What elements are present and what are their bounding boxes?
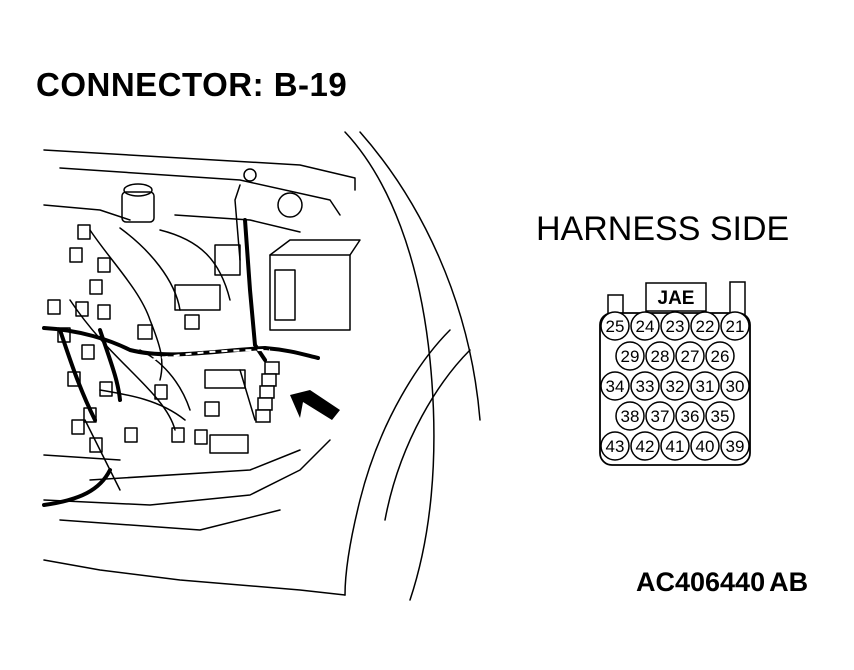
pin-label-21: 21 [726,317,745,336]
pin-25 [600,311,630,341]
pin-label-42: 42 [636,437,655,456]
pin-30 [720,371,750,401]
pin-label-35: 35 [711,407,730,426]
pin-38 [615,401,645,431]
relay-box [269,254,351,331]
pin-label-22: 22 [696,317,715,336]
pin-label-23: 23 [666,317,685,336]
pin-21 [720,311,750,341]
figure-code-suffix: AB [769,567,809,597]
pin-label-29: 29 [621,347,640,366]
pin-label-24: 24 [636,317,655,336]
pin-27 [675,341,705,371]
connector-title: CONNECTOR: B-19 [36,66,348,103]
pin-34 [600,371,630,401]
harness-side-label: HARNESS SIDE [536,210,790,248]
pin-label-34: 34 [606,377,625,396]
fender-line [344,131,435,601]
pin-40 [690,431,720,461]
reservoir [121,191,155,223]
wheel-arch [344,329,451,596]
pin-39 [720,431,750,461]
pin-24 [630,311,660,341]
connector-brand-label: JAE [658,288,695,309]
pin-grid: 25 24 23 22 21 29 28 27 26 34 33 32 31 30 38 37 36 35 43 42… [600,311,750,461]
pin-31 [690,371,720,401]
main-harness [42,326,320,360]
connector-brand-box [645,282,707,312]
pin-label-27: 27 [681,347,700,366]
pin-33 [630,371,660,401]
pin-label-37: 37 [651,407,670,426]
pin-label-38: 38 [621,407,640,426]
pin-28 [645,341,675,371]
pin-41 [660,431,690,461]
pin-label-43: 43 [606,437,625,456]
fender-inner-line [359,131,481,421]
pin-label-33: 33 [636,377,655,396]
pin-35 [705,401,735,431]
pin-label-26: 26 [711,347,730,366]
pin-label-40: 40 [696,437,715,456]
pin-label-36: 36 [681,407,700,426]
pin-26 [705,341,735,371]
pin-label-25: 25 [606,317,625,336]
pin-37 [645,401,675,431]
pin-22 [690,311,720,341]
pin-label-31: 31 [696,377,715,396]
pin-43 [600,431,630,461]
connector-latch-right [729,281,746,316]
ground-point [243,168,257,182]
wheel-arch-inner [384,349,471,521]
pin-29 [615,341,645,371]
figure-code-number: AC406440 [636,567,766,597]
pin-23 [660,311,690,341]
pin-32 [660,371,690,401]
pin-42 [630,431,660,461]
pin-label-30: 30 [726,377,745,396]
pointer-arrow [290,390,340,420]
pin-label-39: 39 [726,437,745,456]
pin-label-28: 28 [651,347,670,366]
pin-label-41: 41 [666,437,685,456]
pin-label-32: 32 [666,377,685,396]
pin-36 [675,401,705,431]
